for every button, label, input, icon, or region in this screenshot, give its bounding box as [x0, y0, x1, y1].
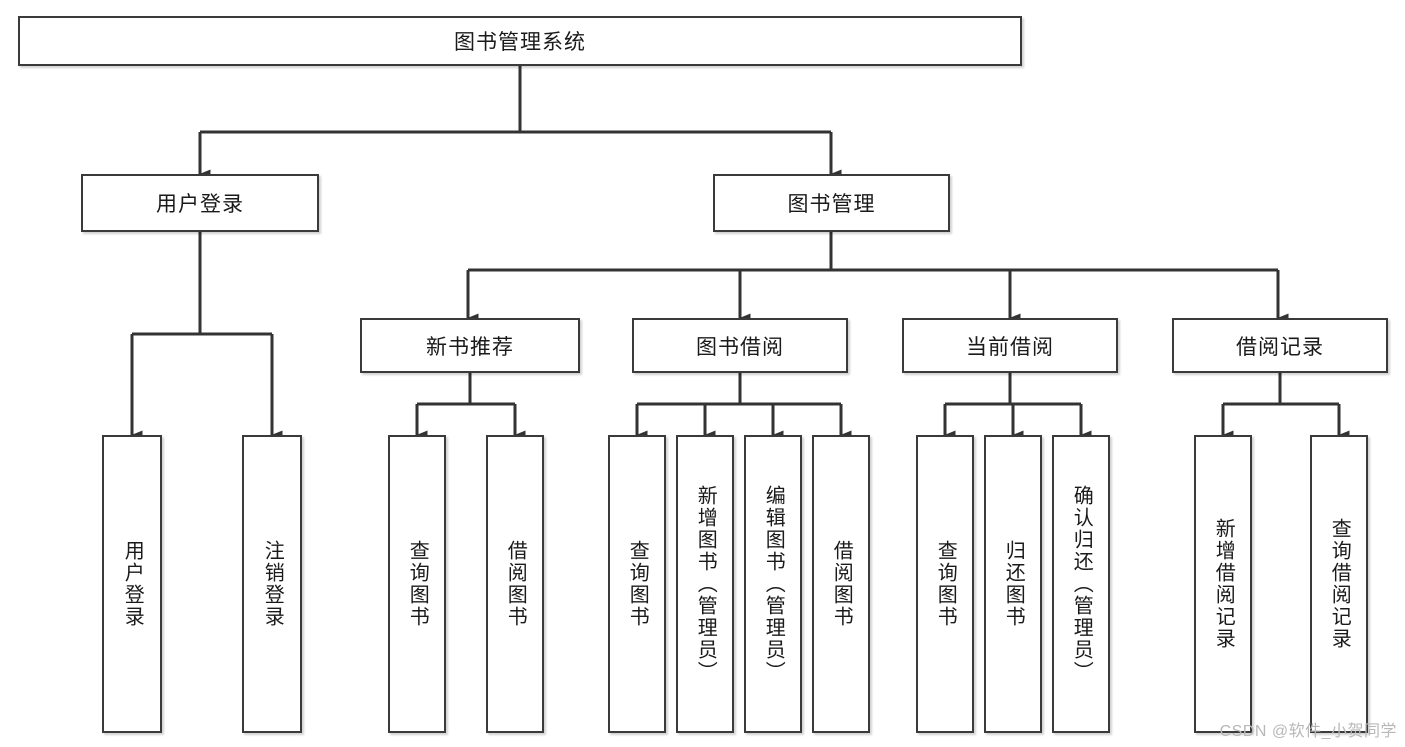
leaf-query-book-recommend[interactable]: 查询图书	[388, 435, 446, 733]
leaf-query-borrow-record[interactable]: 查询借阅记录	[1310, 435, 1368, 733]
leaf-logout[interactable]: 注销登录	[242, 435, 302, 733]
leaf-add-book-admin[interactable]: 新增图书（管理员）	[676, 435, 734, 733]
leaf-borrow-book-recommend[interactable]: 借阅图书	[486, 435, 544, 733]
node-current-borrow[interactable]: 当前借阅	[902, 318, 1118, 373]
leaf-edit-book-admin[interactable]: 编辑图书（管理员）	[744, 435, 802, 733]
node-label: 图书管理	[787, 193, 876, 216]
node-label: 新书推荐	[426, 335, 514, 359]
node-label: 借阅记录	[1236, 335, 1324, 359]
node-label: 查询借阅记录	[1328, 518, 1351, 650]
node-label: 图书管理系统	[454, 31, 586, 54]
node-label: 确认归还（管理员）	[1070, 485, 1093, 683]
node-root[interactable]: 图书管理系统	[18, 16, 1022, 66]
watermark: CSDN @软件_小贺同学	[1219, 723, 1397, 740]
node-label: 新增借阅记录	[1212, 518, 1235, 650]
leaf-confirm-return-admin[interactable]: 确认归还（管理员）	[1052, 435, 1110, 733]
node-label: 归还图书	[1002, 540, 1025, 628]
node-label: 图书借阅	[696, 335, 784, 359]
leaf-query-book-current[interactable]: 查询图书	[916, 435, 974, 733]
leaf-user-login[interactable]: 用户登录	[102, 435, 162, 733]
node-label: 查询图书	[626, 540, 649, 628]
node-label: 新增图书（管理员）	[694, 485, 717, 683]
node-book-borrow[interactable]: 图书借阅	[632, 318, 848, 373]
node-label: 查询图书	[406, 540, 429, 628]
leaf-add-borrow-record[interactable]: 新增借阅记录	[1194, 435, 1252, 733]
node-label: 借阅图书	[504, 540, 527, 628]
node-label: 用户登录	[156, 193, 244, 216]
node-label: 注销登录	[261, 540, 284, 628]
node-user-login[interactable]: 用户登录	[81, 174, 319, 232]
node-book-manage[interactable]: 图书管理	[713, 174, 950, 232]
node-borrow-record[interactable]: 借阅记录	[1172, 318, 1388, 373]
node-label: 用户登录	[121, 540, 144, 628]
node-label: 当前借阅	[966, 335, 1054, 359]
leaf-borrow-book[interactable]: 借阅图书	[812, 435, 870, 733]
leaf-return-book[interactable]: 归还图书	[984, 435, 1042, 733]
node-label: 编辑图书（管理员）	[762, 485, 785, 683]
leaf-query-book-borrow[interactable]: 查询图书	[608, 435, 666, 733]
node-new-book-recommend[interactable]: 新书推荐	[360, 318, 580, 373]
node-label: 借阅图书	[830, 540, 853, 628]
node-label: 查询图书	[934, 540, 957, 628]
